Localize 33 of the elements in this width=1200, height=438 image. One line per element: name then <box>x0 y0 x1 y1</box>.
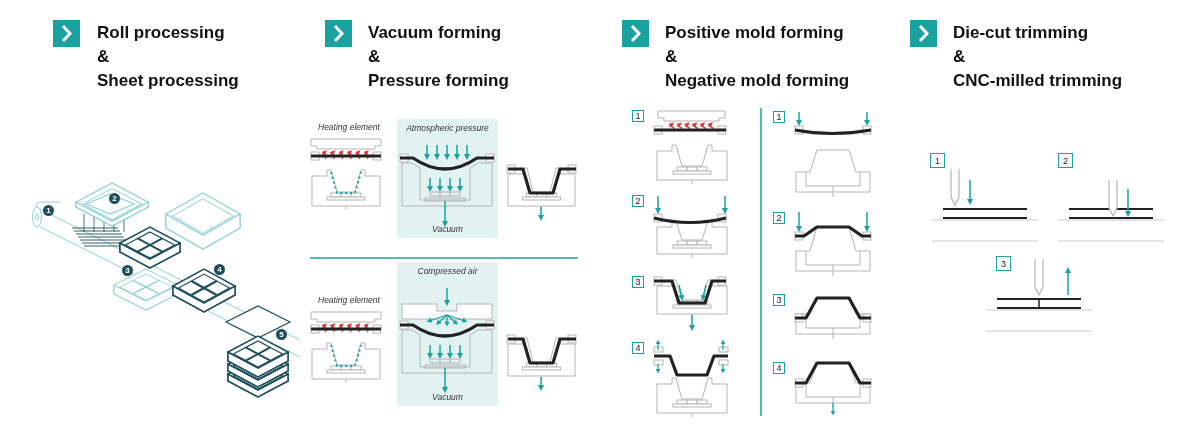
section-heading: Vacuum forming <box>368 23 502 43</box>
vacuum-label: Vacuum <box>431 392 464 402</box>
section-heading: Positive mold forming <box>665 23 844 43</box>
step-number: 4 <box>773 362 785 374</box>
step-number: 3 <box>996 256 1011 271</box>
step-number: 1 <box>632 110 644 122</box>
callout-number: 3 <box>122 265 133 276</box>
section-heading: Negative mold forming <box>665 71 850 91</box>
step-number: 3 <box>773 294 785 306</box>
pressure-label: Compressed air <box>416 266 479 276</box>
callout-number: 5 <box>276 329 287 340</box>
section-heading: & <box>368 47 381 67</box>
section-heading: & <box>665 47 678 67</box>
step-number: 2 <box>773 212 785 224</box>
step-number: 3 <box>632 276 644 288</box>
step-number: 4 <box>632 342 644 354</box>
callout-number: 1 <box>43 205 54 216</box>
section-heading: & <box>953 47 966 67</box>
section-heading: Pressure forming <box>368 71 509 91</box>
step-number: 2 <box>632 195 644 207</box>
callout-number: 4 <box>214 264 225 275</box>
section-heading: Sheet processing <box>97 71 239 91</box>
heater-label: Heating element <box>318 295 380 305</box>
pressure-label: Atmospheric pressure <box>405 123 490 133</box>
section-heading: Roll processing <box>97 23 225 43</box>
step-number: 1 <box>930 153 945 168</box>
section-heading: & <box>97 47 110 67</box>
step-number: 1 <box>773 111 785 123</box>
section-heading: Die-cut trimming <box>953 23 1089 43</box>
step-number: 2 <box>1058 153 1073 168</box>
section-heading: CNC-milled trimming <box>953 71 1123 91</box>
heater-label: Heating element <box>318 122 380 132</box>
vacuum-label: Vacuum <box>431 224 464 234</box>
